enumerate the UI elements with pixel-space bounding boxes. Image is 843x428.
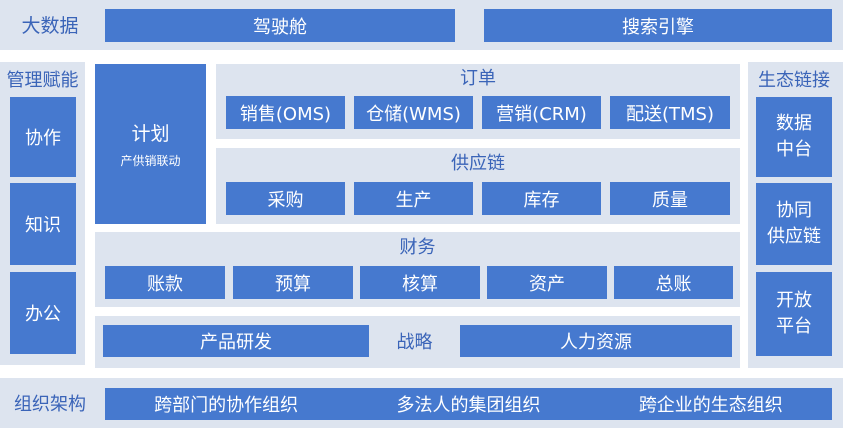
supply-production-block[interactable]: 生产 bbox=[354, 182, 473, 215]
search-engine-block[interactable]: 搜索引擎 bbox=[484, 9, 832, 42]
org-structure-bar bbox=[105, 388, 832, 420]
supply-purchase-block[interactable]: 采购 bbox=[226, 182, 345, 215]
order-marketing-block[interactable]: 营销(CRM) bbox=[482, 96, 601, 129]
finance-ledger-block[interactable]: 总账 bbox=[614, 266, 733, 299]
plan-subtitle: 产供销联动 bbox=[120, 154, 181, 168]
strategy-rnd-block[interactable]: 产品研发 bbox=[103, 325, 369, 357]
collaboration-block[interactable]: 协作 bbox=[10, 97, 76, 177]
supply-quality-block[interactable]: 质量 bbox=[610, 182, 730, 215]
finance-assets-block[interactable]: 资产 bbox=[487, 266, 607, 299]
order-warehouse-block[interactable]: 仓储(WMS) bbox=[354, 96, 473, 129]
order-delivery-block[interactable]: 配送(TMS) bbox=[610, 96, 730, 129]
finance-accounts-block[interactable]: 账款 bbox=[105, 266, 225, 299]
cockpit-block[interactable]: 驾驶舱 bbox=[105, 9, 455, 42]
multi-entity-group-org[interactable]: 多法人的集团组织 bbox=[396, 395, 541, 416]
plan-block[interactable]: 计划 产供销联动 bbox=[95, 64, 206, 224]
strategy-title: 战略 bbox=[396, 332, 433, 353]
cross-enterprise-eco-org[interactable]: 跨企业的生态组织 bbox=[638, 395, 783, 416]
finance-budget-block[interactable]: 预算 bbox=[233, 266, 353, 299]
org-structure-items: 跨部门的协作组织 多法人的集团组织 跨企业的生态组织 bbox=[105, 388, 832, 420]
strategy-hr-block[interactable]: 人力资源 bbox=[460, 325, 732, 357]
management-label: 管理赋能 bbox=[6, 70, 79, 91]
data-middle-platform-block[interactable]: 数据 中台 bbox=[756, 97, 832, 177]
order-title: 订单 bbox=[460, 68, 496, 89]
plan-title: 计划 bbox=[131, 123, 170, 145]
finance-title: 财务 bbox=[399, 237, 436, 258]
office-block[interactable]: 办公 bbox=[10, 272, 76, 354]
supply-chain-title: 供应链 bbox=[451, 153, 505, 174]
open-platform-block[interactable]: 开放 平台 bbox=[756, 272, 832, 356]
order-sales-block[interactable]: 销售(OMS) bbox=[226, 96, 345, 129]
collab-supply-chain-block[interactable]: 协同 供应链 bbox=[756, 183, 832, 265]
org-structure-label: 组织架构 bbox=[14, 394, 86, 415]
ecosystem-label: 生态链接 bbox=[758, 70, 830, 91]
big-data-label: 大数据 bbox=[21, 14, 79, 37]
knowledge-block[interactable]: 知识 bbox=[10, 183, 76, 265]
finance-accounting-block[interactable]: 核算 bbox=[360, 266, 480, 299]
cross-department-org[interactable]: 跨部门的协作组织 bbox=[154, 395, 299, 416]
supply-inventory-block[interactable]: 库存 bbox=[482, 182, 601, 215]
